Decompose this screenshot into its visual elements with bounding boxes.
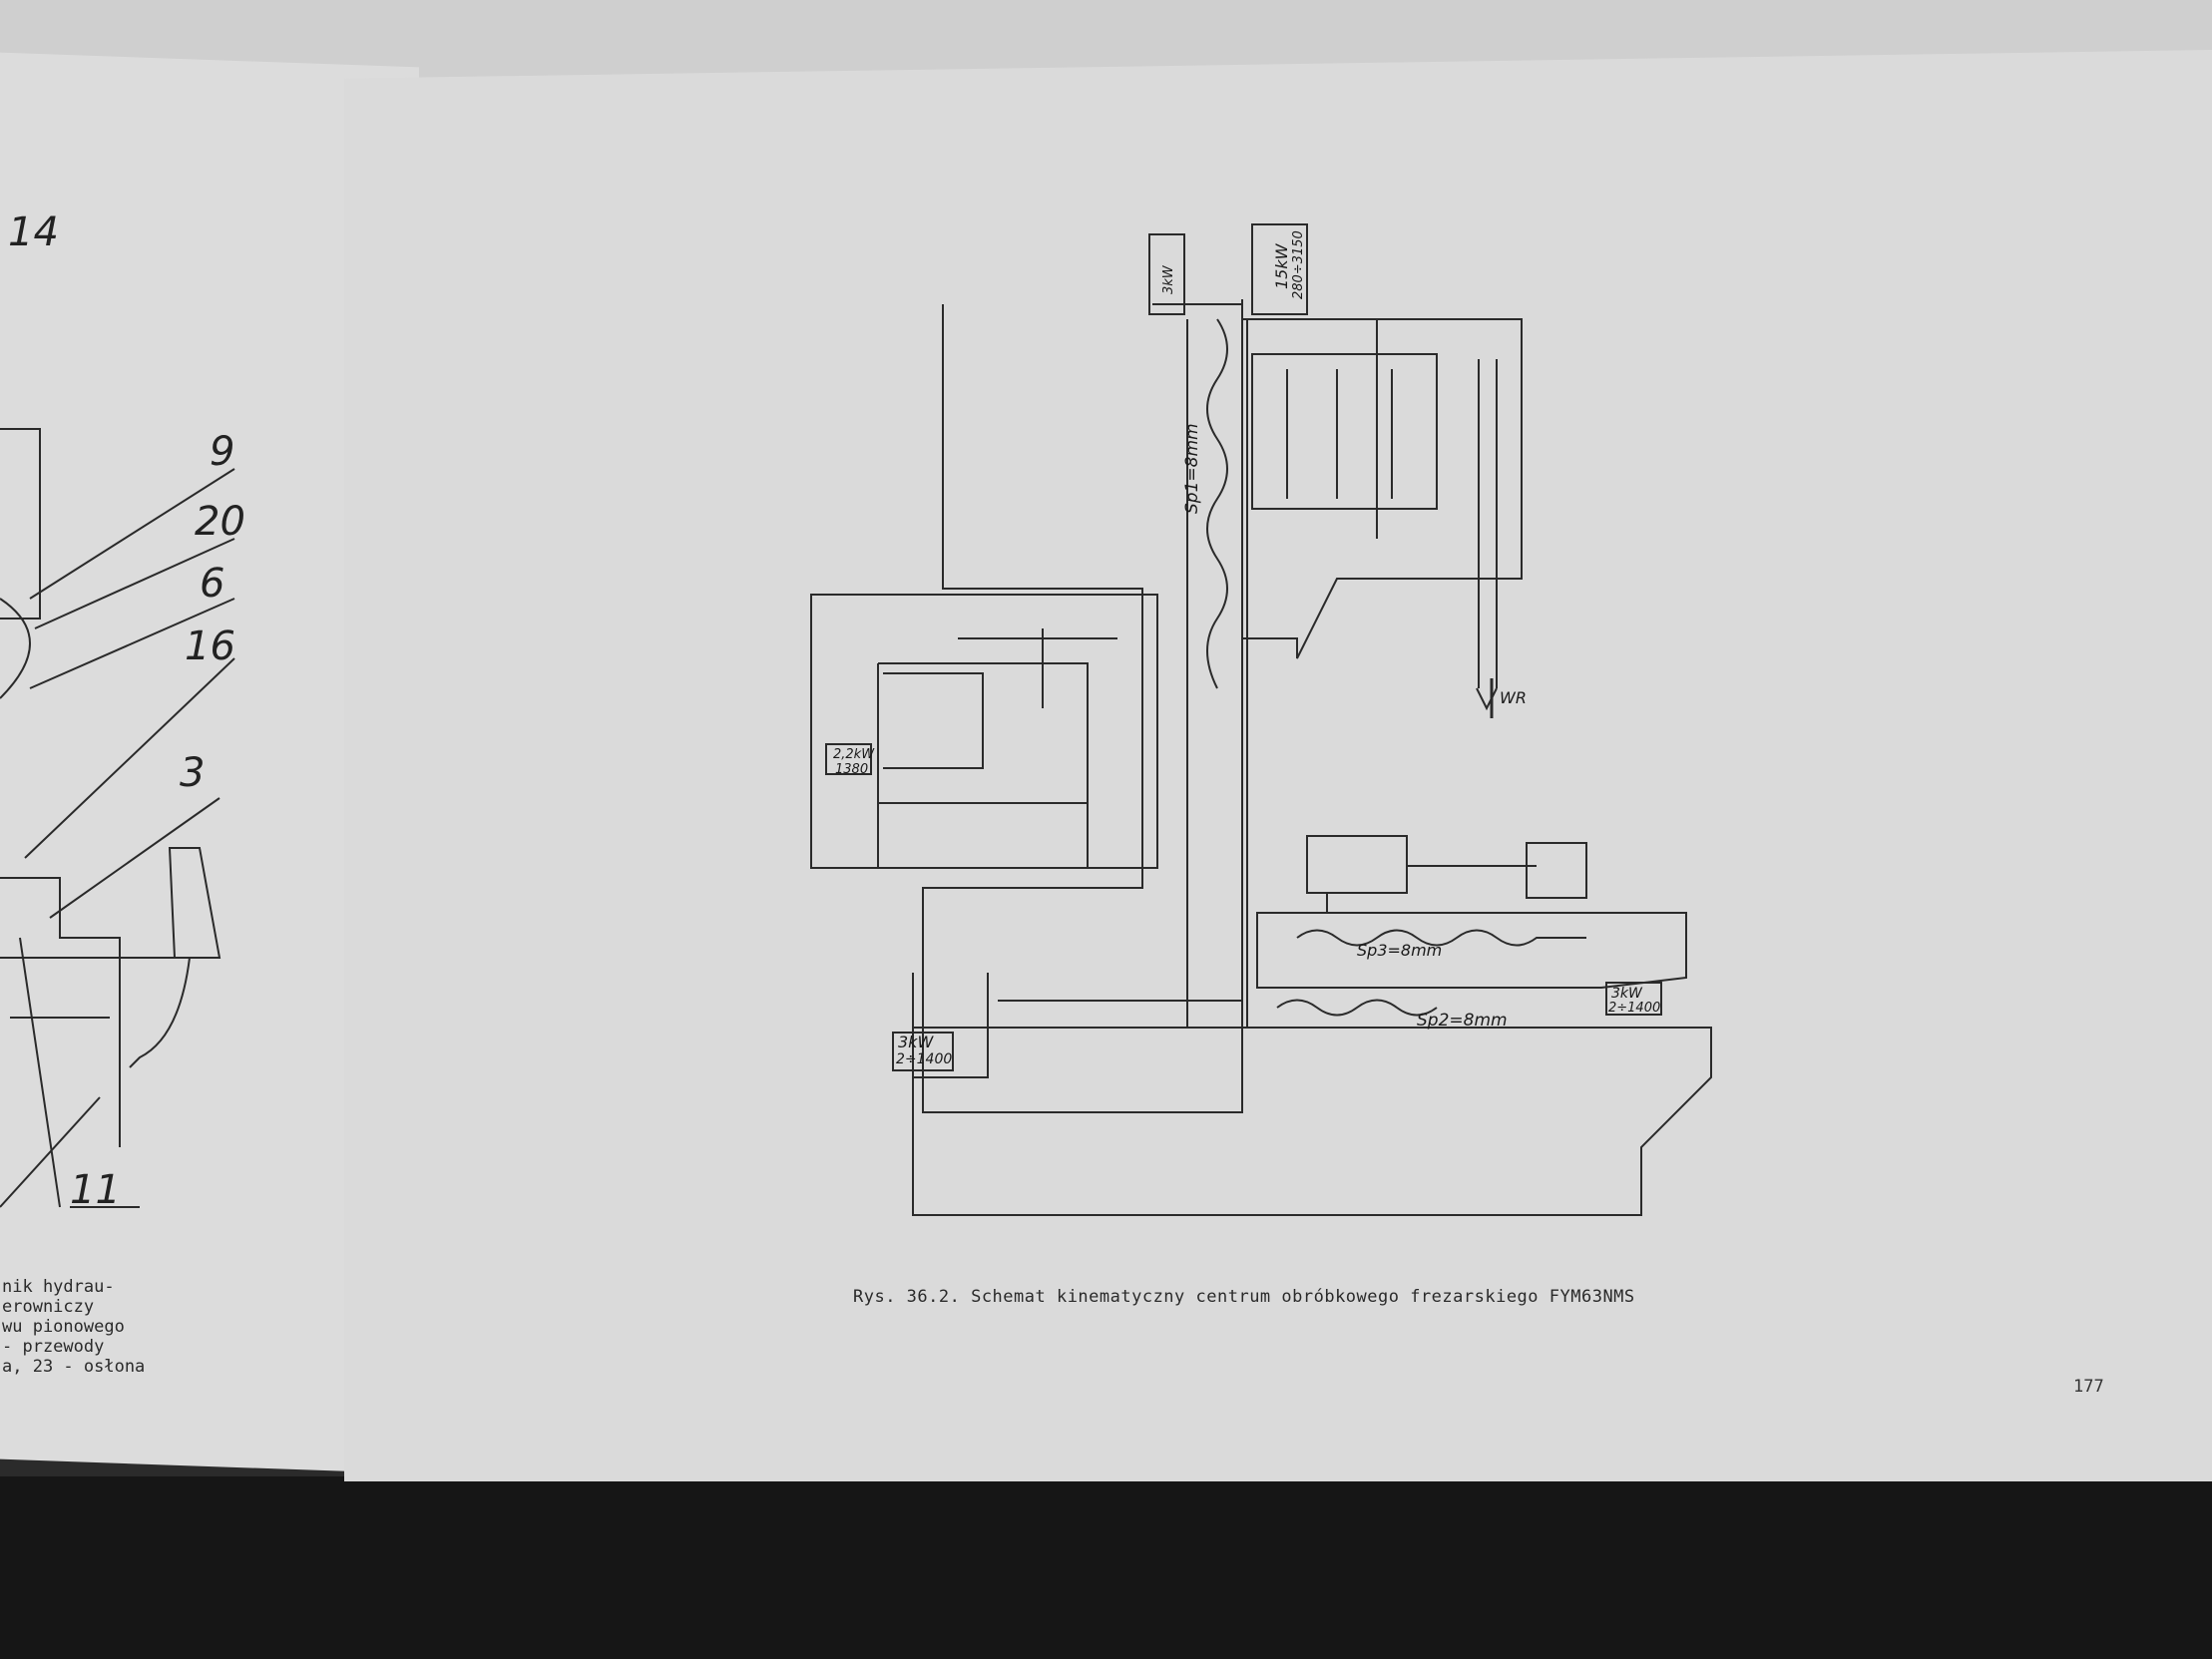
callout-14: 14 [8, 209, 59, 255]
left-page-caption: nik hydrau- erowniczy wu pionowego - prz… [2, 1277, 145, 1377]
motor-bottom-left-speed: 2÷1400 [896, 1051, 952, 1067]
inner-gears [883, 628, 1117, 769]
motor-top-main-speed: 280÷3150 [1291, 230, 1306, 299]
sub-assembly-frame [810, 594, 1158, 869]
sp1-label: Sp1=8mm [1182, 423, 1202, 514]
table-slide [1256, 912, 1687, 989]
base-step [913, 973, 989, 1078]
table-shadow [0, 1476, 2212, 1659]
callout-6: 6 [200, 561, 225, 607]
screw-sp3 [1296, 929, 1586, 947]
left-sketch [0, 428, 221, 1208]
callout-3: 3 [180, 750, 206, 796]
motor-top-main [1251, 223, 1308, 315]
sp3-label: Sp3=8mm [1357, 941, 1442, 960]
motor-left-inner-speed: 1380 [835, 762, 868, 777]
wr-label: WR [1500, 688, 1527, 707]
motor-top-small-label: 3kW [1161, 264, 1176, 294]
gearbox-lines [1251, 353, 1438, 510]
motor-top-main-label: 15kW [1272, 242, 1291, 289]
motor-left-inner [825, 743, 872, 775]
left-caption-line: - przewody [2, 1337, 105, 1357]
sub-assembly-inner [877, 662, 1089, 868]
left-leader-lines [0, 468, 235, 1208]
left-caption-line: wu pionowego [2, 1317, 125, 1337]
screw-sp1 [1206, 318, 1228, 689]
callout-11: 11 [70, 1167, 121, 1213]
vertical-line-1 [1186, 319, 1248, 1028]
figure-caption: Rys. 36.2. Schemat kinematyczny centrum … [853, 1287, 1635, 1307]
right-book-page [344, 50, 2212, 1481]
left-caption-line: a, 23 - osłona [2, 1357, 146, 1377]
sp2-label: Sp2=8mm [1417, 1011, 1508, 1031]
motor-top-small [1148, 233, 1185, 315]
callout-20: 20 [195, 499, 245, 545]
motor-left-inner-label: 2,2kW [833, 747, 875, 762]
machine-base [912, 973, 1712, 1216]
page-number: 177 [2073, 1377, 2104, 1397]
workpiece [1306, 835, 1587, 913]
motor-bottom-right [1605, 982, 1662, 1016]
spindle-shaft [1476, 359, 1498, 711]
motor-bottom-left [892, 1032, 954, 1071]
motor-bottom-right-speed: 2÷1400 [1608, 1001, 1660, 1016]
left-caption-line: nik hydrau- [2, 1277, 115, 1297]
callout-9: 9 [210, 429, 235, 475]
screw-sp2 [998, 999, 1438, 1017]
right-housing [1242, 318, 1523, 659]
callout-16: 16 [185, 623, 235, 669]
motor-bottom-left-label: 3kW [898, 1033, 934, 1051]
left-caption-line: erowniczy [2, 1297, 95, 1317]
motor-bottom-right-label: 3kW [1611, 986, 1643, 1002]
